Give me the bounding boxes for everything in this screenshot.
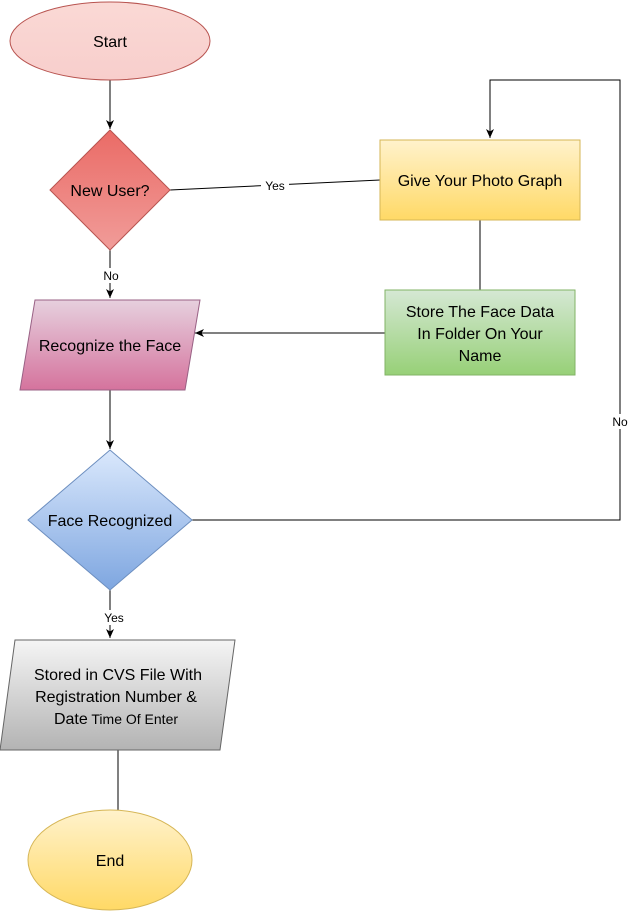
node-store-face-line-2: In Folder On Your [417,326,543,343]
edge-label-no-loop: No [612,415,628,429]
node-new-user-label: New User? [70,183,149,200]
node-recognize-face-label: Recognize the Face [39,338,181,355]
node-stored-cvs-line-3: Date Time Of Enter [54,711,178,728]
node-stored-cvs-line-2: Registration Number & [35,689,197,706]
node-stored-cvs-line-1: Stored in CVS File With [34,667,202,684]
node-end-label: End [96,853,124,870]
node-start-label: Start [93,34,127,51]
node-store-face-line-3: Name [459,348,502,365]
node-recognize-face: Recognize the Face [19,299,201,391]
node-face-recognized-label: Face Recognized [48,513,173,530]
edge-label-yes-new-user: Yes [265,179,285,193]
edge-labels: Yes No No Yes [100,178,630,625]
node-stored-cvs: Stored in CVS File With Registration Num… [0,639,236,751]
node-store-face-line-1: Store The Face Data [406,304,554,321]
node-give-photo: Give Your Photo Graph [379,139,581,221]
node-start: Start [9,1,211,81]
edge-face-recognized-loop-no [192,79,621,521]
node-store-face: Store The Face Data In Folder On Your Na… [384,289,576,376]
edge-label-no-new-user: No [103,269,119,283]
node-give-photo-label: Give Your Photo Graph [398,173,563,190]
node-new-user-decision: New User? [49,129,171,251]
node-face-recognized-decision: Face Recognized [27,449,193,591]
node-end: End [27,809,193,911]
edge-label-yes-recognized: Yes [104,611,124,625]
